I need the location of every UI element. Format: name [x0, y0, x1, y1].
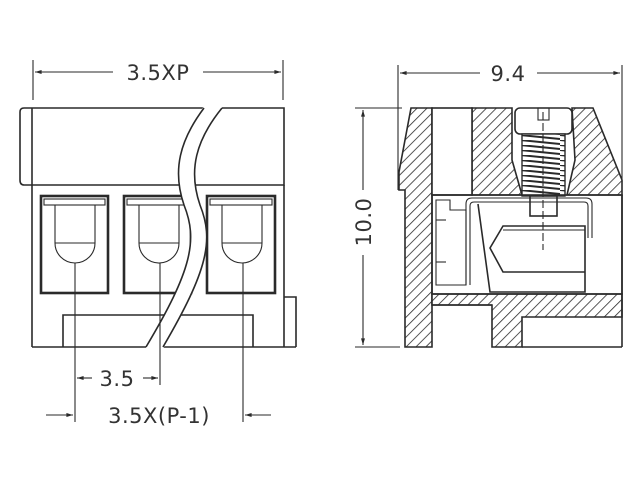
- break-line: [145, 106, 223, 349]
- lower-body: [31, 185, 297, 348]
- overall-width-label: 3.5XP: [127, 61, 190, 85]
- pin-span-label: 3.5X(P-1): [108, 404, 210, 428]
- wire-entry-opening: [431, 107, 473, 196]
- pin-centerlines: [74, 263, 244, 422]
- overall-width-dimension: 3.5XP: [32, 60, 284, 100]
- housing-section: [398, 107, 623, 348]
- screw: [514, 107, 573, 250]
- top-band: [19, 107, 285, 186]
- depth-dimension: 9.4: [397, 62, 623, 190]
- housing-outline: [432, 195, 623, 348]
- pitch-dimension: 3.5: [77, 367, 158, 391]
- clamp-assembly: [431, 194, 623, 295]
- depth-label: 9.4: [491, 62, 526, 86]
- height-dimension: 10.0: [352, 107, 402, 348]
- height-label: 10.0: [352, 198, 376, 247]
- front-view: 3.5XP: [19, 60, 297, 428]
- cavity-3: [205, 194, 277, 295]
- pin-span-dimension: 3.5X(P-1): [46, 404, 271, 428]
- side-view: 9.4 10.0: [352, 62, 623, 348]
- pitch-label: 3.5: [100, 367, 135, 391]
